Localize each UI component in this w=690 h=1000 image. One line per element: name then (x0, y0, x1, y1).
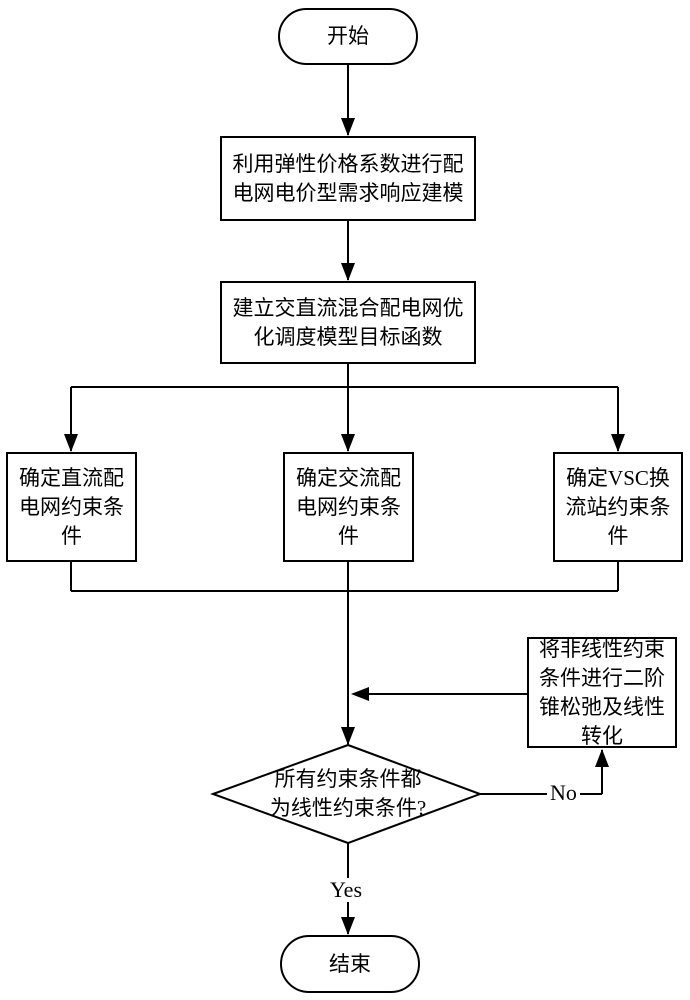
end-label: 结束 (329, 951, 371, 976)
arrowhead-into-vsc (611, 434, 625, 452)
arrowhead-into-end (341, 917, 355, 935)
edges (70, 65, 619, 934)
socp-relaxation-label: 将非线性约束 条件进行二阶 锥松弛及线性 转化 (539, 636, 665, 748)
arrowheads (64, 118, 625, 935)
yes-edge-label: Yes (327, 878, 366, 902)
objective-function-label: 建立交直流混合配电网优 化调度模型目标函数 (232, 295, 464, 349)
decision-diamond-shape (210, 743, 483, 845)
demand-response-modeling-label: 利用弹性价格系数进行配 电网电价型需求响应建模 (232, 151, 464, 205)
arrowhead-relax-to-main (351, 687, 369, 701)
dc-constraints-node: 确定直流配 电网约束条 件 (6, 452, 137, 562)
demand-response-modeling-node: 利用弹性价格系数进行配 电网电价型需求响应建模 (220, 136, 476, 221)
arrowhead-into-decision (341, 727, 355, 745)
ac-constraints-node: 确定交流配 电网约束条 件 (283, 452, 414, 562)
start-label: 开始 (327, 24, 369, 48)
arrowhead-into-objective (341, 263, 355, 281)
end-node: 结束 (280, 935, 420, 993)
objective-function-node: 建立交直流混合配电网优 化调度模型目标函数 (220, 281, 476, 364)
vsc-constraints-node: 确定VSC换 流站约束条 件 (553, 452, 683, 562)
socp-relaxation-node: 将非线性约束 条件进行二阶 锥松弛及线性 转化 (527, 637, 677, 748)
decision-label: 所有约束条件都 为线性约束条件? (269, 767, 427, 820)
arrowhead-into-dc (64, 434, 78, 452)
start-node: 开始 (278, 8, 418, 65)
arrowhead-into-demand (341, 118, 355, 136)
dc-constraints-label: 确定直流配 电网约束条 件 (19, 465, 124, 548)
arrowhead-into-relax (595, 749, 609, 767)
ac-constraints-label: 确定交流配 电网约束条 件 (296, 465, 401, 548)
arrowhead-into-ac (341, 434, 355, 452)
no-edge-label: No (547, 781, 580, 805)
vsc-constraints-label: 确定VSC换 流站约束条 件 (565, 465, 671, 548)
decision-node: 所有约束条件都 为线性约束条件? (238, 763, 458, 825)
